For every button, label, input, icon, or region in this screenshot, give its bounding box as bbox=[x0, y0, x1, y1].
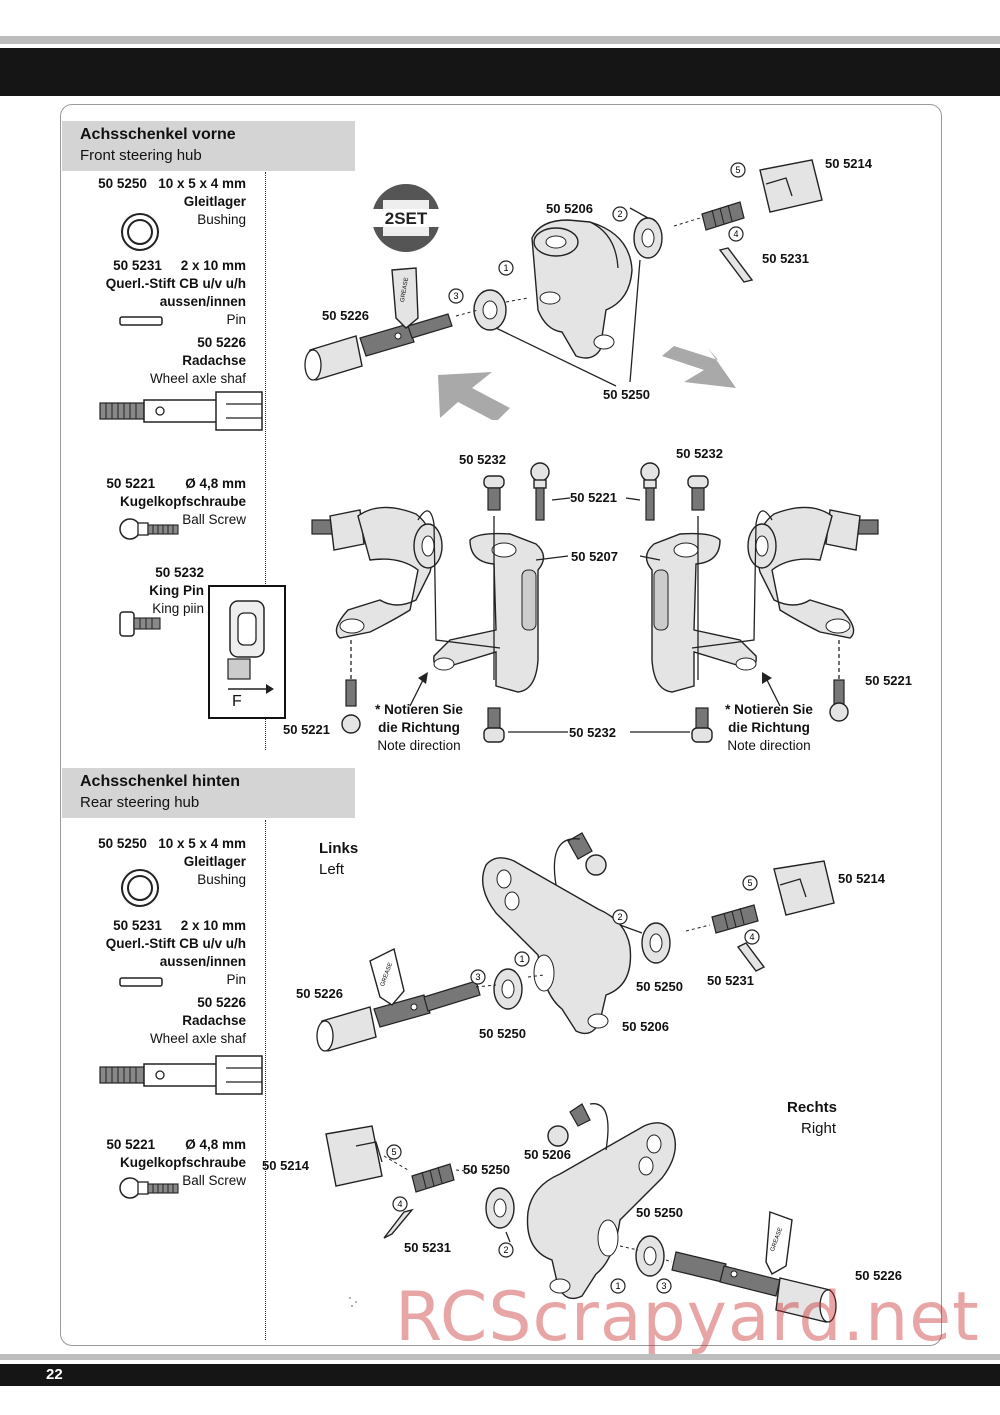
callout-rear-r-505250-b: 50 5250 bbox=[636, 1205, 683, 1220]
callout-rear-505206: 50 5206 bbox=[622, 1019, 669, 1034]
header-bar bbox=[0, 48, 1000, 96]
section-title-de: Achsschenkel hinten bbox=[80, 773, 241, 790]
callout-rear-505226: 50 5226 bbox=[296, 986, 343, 1001]
callout-505250: 50 5250 bbox=[603, 387, 650, 402]
footer-bar bbox=[0, 1364, 1000, 1386]
two-set-badge-icon: 2SET bbox=[365, 184, 447, 252]
section-title-en: Front steering hub bbox=[80, 147, 202, 164]
axle-image bbox=[99, 391, 263, 431]
footer-stripe bbox=[0, 1354, 1000, 1360]
page-number: 22 bbox=[42, 1366, 67, 1383]
rear-hub-left-diagram: GREASE 1 2 3 4 5 bbox=[316, 832, 835, 1052]
callout-505207: 50 5207 bbox=[571, 549, 618, 564]
callout-rear-r-505226: 50 5226 bbox=[855, 1268, 902, 1283]
section-title-en: Rear steering hub bbox=[80, 794, 200, 811]
step-2: 2 bbox=[617, 209, 622, 219]
callout-rear-r-505214: 50 5214 bbox=[262, 1158, 309, 1173]
direction-letter: F bbox=[232, 693, 242, 710]
part-bushing: 50 5250 10 x 5 x 4 mm Gleitlager Bushing bbox=[98, 176, 246, 227]
step-1: 1 bbox=[519, 954, 524, 964]
callout-rear-505250-a: 50 5250 bbox=[636, 979, 683, 994]
parts-divider-rear bbox=[265, 820, 266, 1340]
header-stripe bbox=[0, 36, 1000, 44]
callout-rear-505250-b: 50 5250 bbox=[479, 1026, 526, 1041]
front-hub-exploded-diagram: GREASE 1 2 3 4 5 bbox=[304, 159, 823, 420]
part-ballscrew-rear: 50 5221 Ø 4,8 mm Kugelkopfschraube Ball … bbox=[106, 1137, 246, 1188]
front-knuckle-assembly-diagram bbox=[311, 462, 879, 743]
callout-rear-505231: 50 5231 bbox=[707, 973, 754, 988]
callout-505232-right: 50 5232 bbox=[676, 446, 723, 461]
step-4: 4 bbox=[749, 932, 754, 942]
label-right: Right bbox=[801, 1120, 837, 1137]
note-direction-left: * Notieren Sie die Richtung Note directi… bbox=[375, 702, 463, 753]
callout-505221-right: 50 5221 bbox=[865, 673, 912, 688]
callout-505206: 50 5206 bbox=[546, 201, 593, 216]
part-bushing-rear: 50 5250 10 x 5 x 4 mm Gleitlager Bushing bbox=[98, 836, 246, 887]
axle-image-rear bbox=[99, 1055, 263, 1095]
callout-505232-left: 50 5232 bbox=[459, 452, 506, 467]
grease-tag-text: GREASE bbox=[400, 277, 410, 303]
pin-image-rear bbox=[119, 977, 163, 987]
section-title-de: Achsschenkel vorne bbox=[80, 126, 236, 143]
direction-box: F bbox=[208, 585, 286, 719]
part-pin: 50 5231 2 x 10 mm Querl.-Stift CB u/v u/… bbox=[105, 258, 246, 327]
callout-rear-505214: 50 5214 bbox=[838, 871, 885, 886]
label-left: Left bbox=[319, 861, 345, 878]
rear-hub-right-diagram: GREASE 1 2 3 4 5 bbox=[325, 1103, 837, 1323]
step-5: 5 bbox=[735, 165, 740, 175]
section-header-rear: Achsschenkel hinten Rear steering hub bbox=[62, 768, 355, 818]
part-kingpin: 50 5232 King Pin King piin bbox=[149, 565, 204, 616]
step-1: 1 bbox=[503, 263, 508, 273]
step-3: 3 bbox=[475, 972, 480, 982]
ballscrew-image-rear bbox=[119, 1177, 179, 1199]
step-3: 3 bbox=[661, 1281, 666, 1291]
section-header-front: Achsschenkel vorne Front steering hub bbox=[62, 121, 355, 171]
callout-505226: 50 5226 bbox=[322, 308, 369, 323]
part-pin-rear: 50 5231 2 x 10 mm Querl.-Stift CB u/v u/… bbox=[105, 918, 246, 987]
part-axle: 50 5226 Radachse Wheel axle shaf bbox=[149, 335, 246, 386]
step-2: 2 bbox=[617, 912, 622, 922]
label-links: Links bbox=[319, 840, 359, 857]
part-ballscrew: 50 5221 Ø 4,8 mm Kugelkopfschraube Ball … bbox=[106, 476, 246, 527]
pin-image bbox=[119, 316, 163, 326]
callout-505232-bottom: 50 5232 bbox=[569, 725, 616, 740]
parts-divider bbox=[265, 172, 266, 750]
step-4: 4 bbox=[733, 229, 738, 239]
callout-505221-top: 50 5221 bbox=[570, 490, 617, 505]
step-2: 2 bbox=[503, 1245, 508, 1255]
callout-rear-r-505206: 50 5206 bbox=[524, 1147, 571, 1162]
bushing-image-rear bbox=[121, 869, 159, 907]
step-3: 3 bbox=[453, 291, 458, 301]
callout-505214: 50 5214 bbox=[825, 156, 872, 171]
ballscrew-image bbox=[119, 518, 179, 540]
callout-rear-r-505250-a: 50 5250 bbox=[463, 1162, 510, 1177]
note-direction-right: * Notieren Sie die Richtung Note directi… bbox=[725, 702, 813, 753]
step-5: 5 bbox=[391, 1147, 396, 1157]
label-rechts: Rechts bbox=[787, 1099, 838, 1116]
bushing-image bbox=[121, 213, 159, 251]
callout-505231: 50 5231 bbox=[762, 251, 809, 266]
part-axle-rear: 50 5226 Radachse Wheel axle shaf bbox=[149, 995, 246, 1046]
step-1: 1 bbox=[615, 1281, 620, 1291]
callout-rear-r-505231: 50 5231 bbox=[404, 1240, 451, 1255]
kingpin-image bbox=[119, 611, 161, 637]
logo-text: 2SET bbox=[385, 209, 428, 228]
step-5: 5 bbox=[747, 878, 752, 888]
watermark: RCScrapyard.net bbox=[395, 1278, 980, 1357]
callout-505221-left: 50 5221 bbox=[283, 722, 330, 737]
step-4: 4 bbox=[397, 1199, 402, 1209]
